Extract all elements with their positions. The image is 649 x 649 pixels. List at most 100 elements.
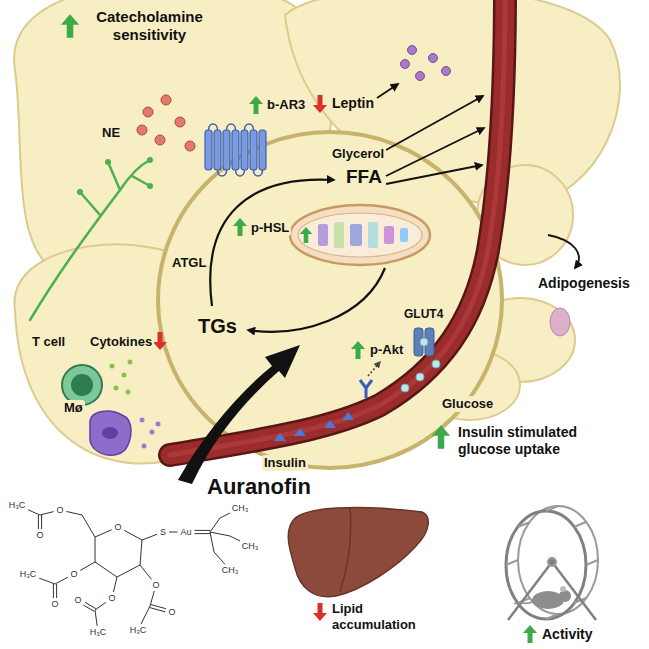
nerve-fiber — [30, 160, 150, 320]
receptor-symbol — [205, 130, 266, 170]
insulin-molecule — [274, 412, 354, 441]
running-wheel — [548, 558, 556, 566]
chemical-bond — [40, 512, 54, 515]
cytokine-dot — [126, 390, 131, 395]
atom-label: O — [150, 580, 161, 591]
norepinephrine-dot — [137, 125, 147, 135]
mouse — [532, 591, 564, 609]
cytokine-dot — [140, 418, 161, 449]
hormone-label: Leptin — [330, 95, 376, 112]
nerve-terminal — [77, 157, 153, 195]
atom-label: H₃C — [128, 625, 149, 636]
chemical-bond — [95, 602, 106, 610]
nerve-terminal — [77, 189, 83, 195]
norepinephrine-dot — [155, 135, 165, 145]
atom-label: CH₃ — [240, 541, 261, 552]
mitochondrion — [318, 224, 328, 246]
cytokine-dot — [110, 360, 133, 395]
blood-vessel — [170, 0, 505, 455]
decrease-arrow — [313, 95, 327, 113]
release-arrow — [386, 165, 482, 184]
atom-label: H₃C — [18, 569, 39, 580]
atom-label: O — [34, 530, 45, 541]
adipogenesis-arrow — [548, 235, 579, 268]
macrophage — [90, 411, 131, 455]
protein-label: p-Akt — [368, 342, 405, 358]
chemical-bond — [141, 606, 150, 624]
mitochondrion — [350, 224, 362, 246]
decrease-arrow — [153, 332, 167, 350]
chemical-bond — [56, 584, 57, 598]
atom-label: O — [106, 593, 117, 604]
insulin-molecule — [342, 412, 354, 420]
receptor-loop — [245, 124, 254, 130]
flux-arrow — [248, 268, 385, 332]
macrophage — [102, 427, 118, 439]
neurotransmitter-label: NE — [100, 125, 122, 141]
nerve-terminal — [105, 159, 111, 165]
mitochondrion — [290, 205, 430, 265]
receptor-loop — [218, 170, 227, 176]
chemical-bond — [83, 605, 94, 611]
metabolite-label: TGs — [196, 314, 239, 338]
enzyme-label: ATGL — [170, 255, 208, 271]
atom-label: O — [72, 595, 83, 606]
chemical-bond — [150, 608, 166, 612]
transporter-label: GLUT4 — [402, 307, 445, 321]
receptor-loop — [227, 124, 236, 130]
receptor-loop — [209, 124, 263, 176]
mitochondrion — [384, 226, 394, 244]
increase-arrow — [300, 227, 313, 243]
mitochondrion — [298, 213, 422, 257]
blood-vessel — [170, 0, 505, 455]
receptor-label: b-AR3 — [265, 97, 307, 113]
chemical-bond — [95, 610, 97, 626]
mitochondrion — [400, 228, 408, 242]
chemical-bond — [210, 532, 214, 552]
receptor-loop — [254, 170, 263, 176]
t-cell — [71, 374, 93, 396]
metabolite-label: FFA — [344, 166, 384, 189]
insulin-molecule — [324, 420, 336, 428]
cytokine-label: Cytokines — [88, 334, 154, 350]
mouse — [514, 602, 532, 604]
cytokine-dot — [110, 364, 115, 369]
running-wheel — [506, 506, 598, 620]
receptor-symbol — [205, 130, 212, 170]
blood-vessel — [170, 0, 505, 455]
glucose-dot — [416, 373, 424, 381]
atom-label: Au — [178, 527, 193, 538]
effect-label: Lipid accumulation — [330, 601, 429, 632]
chemical-bond — [95, 562, 117, 577]
liver — [288, 507, 428, 596]
effect-label: Insulin stimulated glucose uptake — [456, 424, 620, 458]
glucose-dot — [401, 384, 409, 392]
nerve-fiber — [132, 176, 150, 186]
liver — [288, 507, 428, 596]
chemical-bond — [169, 532, 177, 533]
receptor-symbol — [214, 130, 221, 170]
mitochondrion — [334, 222, 344, 248]
norepinephrine-dot — [175, 117, 185, 127]
receptor-symbol — [232, 130, 239, 170]
mouse — [559, 590, 571, 602]
cell-nucleus — [550, 308, 570, 336]
metabolite-label: Glucose — [440, 396, 495, 412]
cytokine-dot — [114, 386, 119, 391]
decrease-arrow — [313, 603, 327, 621]
chemical-bond — [28, 510, 40, 515]
chemical-bond — [140, 565, 152, 579]
flux-arrow — [210, 180, 334, 306]
increase-arrow — [432, 425, 450, 448]
chemical-bond — [195, 530, 210, 531]
leptin-dot — [408, 46, 417, 55]
cytokine-dot — [122, 373, 127, 378]
atom-label: H₃C — [88, 627, 109, 638]
cytokine-dot — [128, 360, 133, 365]
receptor-symbol — [223, 130, 230, 170]
chemical-bond — [85, 602, 96, 608]
